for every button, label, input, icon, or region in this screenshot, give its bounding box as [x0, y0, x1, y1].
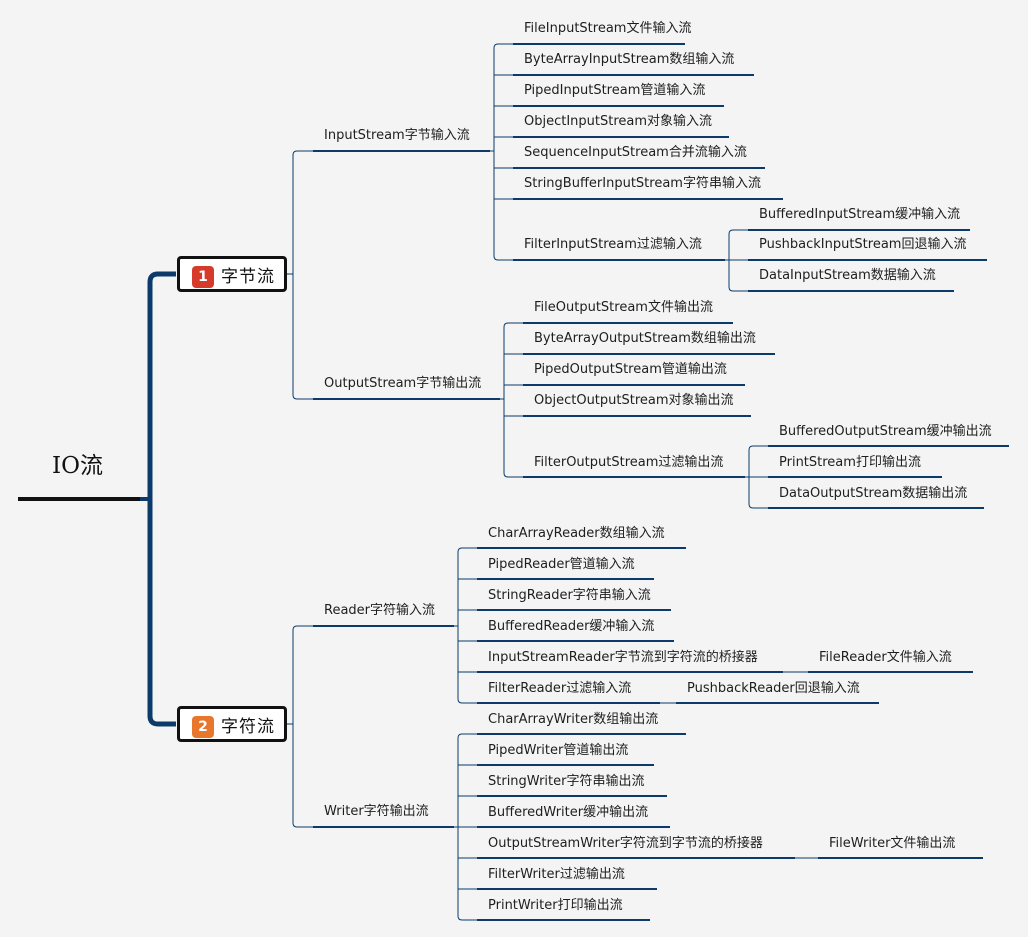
topic-bufferedreader[interactable]: BufferedReader缓冲输入流 [488, 619, 655, 634]
topic-filteroutputstream[interactable]: FilterOutputStream过滤输出流 [534, 455, 724, 470]
branch-label: 字节流 [221, 267, 275, 287]
topic-underline [768, 445, 1009, 447]
topic-underline [818, 857, 983, 859]
topic-underline [477, 795, 667, 797]
topic-underline [513, 136, 729, 138]
topic-filereader[interactable]: FileReader文件输入流 [819, 650, 952, 665]
branch-label: 字符流 [221, 717, 275, 737]
topic-pushbackinputstream[interactable]: PushbackInputStream回退输入流 [759, 237, 967, 252]
topic-writer[interactable]: Writer字符输出流 [324, 804, 429, 819]
topic-underline [313, 398, 500, 400]
topic-filterwriter[interactable]: FilterWriter过滤输出流 [488, 867, 625, 882]
topic-underline [477, 888, 657, 890]
topic-underline [477, 609, 671, 611]
topic-underline [477, 857, 795, 859]
branch-char-stream[interactable]: 2 字符流 [177, 706, 287, 742]
topic-underline [748, 290, 954, 292]
topic-underline [477, 671, 783, 673]
topic-printstream[interactable]: PrintStream打印输出流 [779, 455, 921, 470]
topic-pipedwriter[interactable]: PipedWriter管道输出流 [488, 743, 629, 758]
priority-1-icon: 1 [192, 266, 214, 288]
topic-underline [523, 353, 775, 355]
topic-bufferedinputstream[interactable]: BufferedInputStream缓冲输入流 [759, 207, 961, 222]
topic-underline [513, 105, 724, 107]
topic-underline [477, 764, 654, 766]
topic-chararrayreader[interactable]: CharArrayReader数组输入流 [488, 526, 665, 541]
topic-bufferedwriter[interactable]: BufferedWriter缓冲输出流 [488, 805, 649, 820]
topic-underline [748, 259, 987, 261]
topic-pushbackreader[interactable]: PushbackReader回退输入流 [687, 681, 860, 696]
root-underline [18, 497, 140, 501]
topic-stringreader[interactable]: StringReader字符串输入流 [488, 588, 651, 603]
topic-underline [313, 625, 454, 627]
topic-filterinputstream[interactable]: FilterInputStream过滤输入流 [524, 237, 702, 252]
topic-pipedoutputstream[interactable]: PipedOutputStream管道输出流 [534, 362, 727, 377]
topic-outputstream[interactable]: OutputStream字节输出流 [324, 376, 482, 391]
topic-reader[interactable]: Reader字符输入流 [324, 603, 436, 618]
topic-underline [477, 578, 654, 580]
topic-underline [768, 507, 984, 509]
topic-filewriter[interactable]: FileWriter文件输出流 [829, 836, 956, 851]
branch-byte-stream[interactable]: 1 字节流 [177, 256, 287, 292]
topic-underline [477, 826, 670, 828]
topic-inputstream[interactable]: InputStream字节输入流 [324, 128, 470, 143]
topic-fileinputstream[interactable]: FileInputStream文件输入流 [524, 21, 692, 36]
topic-underline [523, 476, 745, 478]
topic-underline [808, 671, 973, 673]
topic-underline [768, 476, 942, 478]
priority-2-icon: 2 [192, 716, 214, 738]
topic-chararraywriter[interactable]: CharArrayWriter数组输出流 [488, 712, 659, 727]
topic-filterreader[interactable]: FilterReader过滤输入流 [488, 681, 632, 696]
topic-inputstreamreader[interactable]: InputStreamReader字节流到字符流的桥接器 [488, 650, 758, 665]
topic-underline [523, 415, 751, 417]
topic-underline [513, 198, 783, 200]
topic-underline [477, 733, 686, 735]
topic-underline [676, 702, 879, 704]
topic-underline [313, 150, 490, 152]
topic-pipedinputstream[interactable]: PipedInputStream管道输入流 [524, 83, 706, 98]
topic-underline [513, 43, 685, 45]
topic-underline [477, 547, 686, 549]
topic-bytearrayinputstream[interactable]: ByteArrayInputStream数组输入流 [524, 52, 735, 67]
topic-underline [477, 919, 650, 921]
topic-underline [523, 384, 745, 386]
topic-dataoutputstream[interactable]: DataOutputStream数据输出流 [779, 486, 968, 501]
topic-objectoutputstream[interactable]: ObjectOutputStream对象输出流 [534, 393, 734, 408]
topic-underline [523, 322, 733, 324]
topic-pipedreader[interactable]: PipedReader管道输入流 [488, 557, 635, 572]
topic-objectinputstream[interactable]: ObjectInputStream对象输入流 [524, 114, 713, 129]
topic-outputstreamwriter[interactable]: OutputStreamWriter字符流到字节流的桥接器 [488, 836, 763, 851]
topic-underline [513, 259, 725, 261]
topic-fileoutputstream[interactable]: FileOutputStream文件输出流 [534, 300, 713, 315]
topic-underline [513, 74, 754, 76]
topic-datainputstream[interactable]: DataInputStream数据输入流 [759, 268, 936, 283]
topic-underline [513, 167, 765, 169]
topic-underline [748, 229, 970, 231]
topic-underline [477, 640, 674, 642]
topic-underline [477, 702, 660, 704]
topic-stringbufferinputstream[interactable]: StringBufferInputStream字符串输入流 [524, 176, 761, 191]
root-title[interactable]: IO流 [52, 453, 103, 479]
topic-underline [313, 826, 454, 828]
topic-bytearrayoutputstream[interactable]: ByteArrayOutputStream数组输出流 [534, 331, 756, 346]
topic-printwriter[interactable]: PrintWriter打印输出流 [488, 898, 623, 913]
topic-stringwriter[interactable]: StringWriter字符串输出流 [488, 774, 645, 789]
topic-sequenceinputstream[interactable]: SequenceInputStream合并流输入流 [524, 145, 747, 160]
topic-bufferedoutputstream[interactable]: BufferedOutputStream缓冲输出流 [779, 424, 992, 439]
